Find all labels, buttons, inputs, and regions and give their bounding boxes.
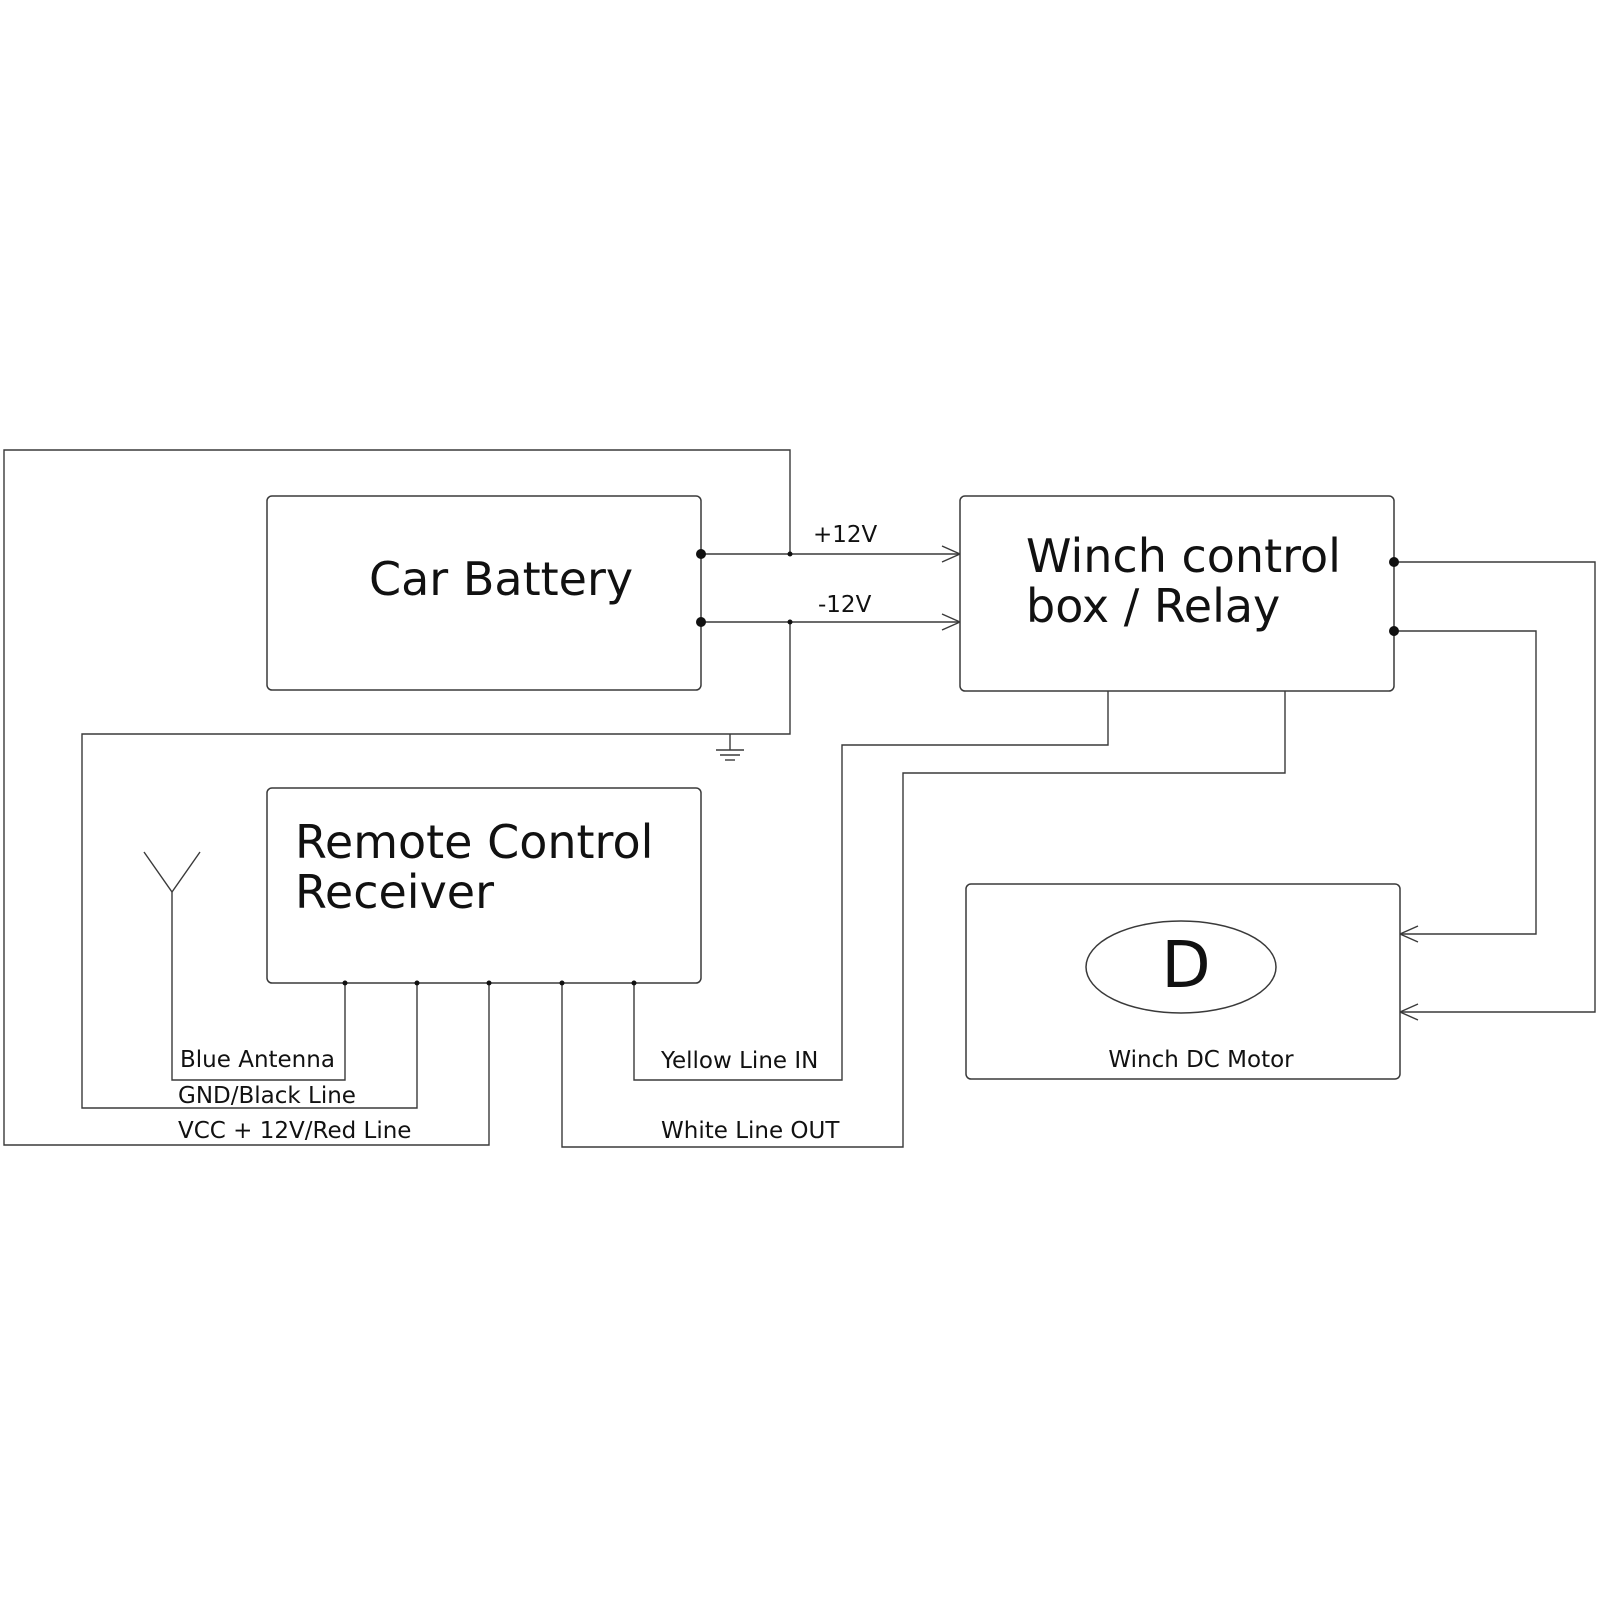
gnd-black-label: GND/Black Line <box>178 1083 356 1109</box>
motor-symbol <box>1085 920 1277 1014</box>
motor-label: Winch DC Motor <box>1108 1047 1294 1073</box>
antenna-icon <box>143 851 201 893</box>
receiver-pin-4 <box>559 980 565 986</box>
white-out-label: White Line OUT <box>661 1118 840 1144</box>
wires <box>3 449 1596 1148</box>
receiver-label-line-1: Remote Control <box>295 815 653 869</box>
vcc-red-wire <box>3 449 791 1146</box>
positive-junction <box>787 551 793 557</box>
vcc-red-label: VCC + 12V/Red Line <box>178 1118 411 1144</box>
motor-wire-2 <box>1394 630 1537 935</box>
relay-label-line-2: box / Relay <box>1026 579 1280 633</box>
relay-output-1 <box>1389 557 1399 567</box>
relay-output-2 <box>1389 626 1399 636</box>
yellow-in-wire <box>633 691 1109 1081</box>
blue-antenna-label: Blue Antenna <box>180 1047 335 1073</box>
battery-positive-terminal <box>696 549 706 559</box>
positive-wire-label: +12V <box>813 522 878 548</box>
receiver-box <box>266 787 702 984</box>
receiver-pin-3 <box>486 980 492 986</box>
car-battery-box <box>266 495 702 691</box>
car-battery-label: Car Battery <box>369 552 633 606</box>
receiver-pin-2 <box>414 980 420 986</box>
receiver-pin-5 <box>631 980 637 986</box>
junctions <box>342 549 1399 986</box>
relay-box <box>959 495 1395 692</box>
gnd-black-wire <box>81 622 791 1109</box>
relay-label-line-1: Winch control <box>1026 529 1341 583</box>
motor-letter: D <box>1161 929 1210 1003</box>
motor-wire-1 <box>1394 561 1596 1013</box>
yellow-in-label: Yellow Line IN <box>660 1048 818 1074</box>
white-out-wire <box>561 691 1286 1148</box>
blue-antenna-wire <box>171 892 346 1081</box>
negative-wire-label: -12V <box>818 592 872 618</box>
battery-negative-terminal <box>696 617 706 627</box>
ground-icon <box>716 734 744 761</box>
negative-junction <box>787 619 793 625</box>
receiver-label-line-2: Receiver <box>295 865 494 919</box>
receiver-pin-1 <box>342 980 348 986</box>
